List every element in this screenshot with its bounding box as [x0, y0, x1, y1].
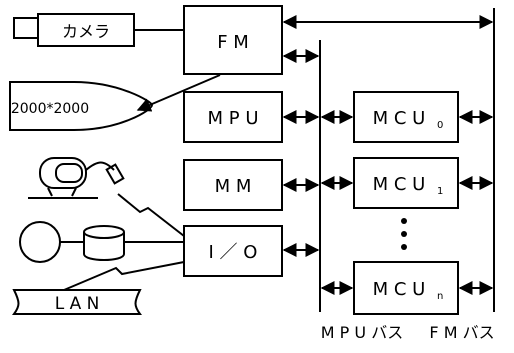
tape-drive-icon — [20, 222, 184, 262]
io-label: I ／ O — [209, 242, 258, 263]
mcun-subscript: n — [437, 291, 443, 302]
computer-to-io-link — [118, 194, 184, 236]
mpu-label: M P U — [207, 108, 258, 129]
mcu-ellipsis — [401, 218, 407, 250]
fm-bus-label: F M バス — [429, 323, 494, 342]
lan-label: L A N — [55, 294, 100, 314]
mcu0-label: M C U — [373, 108, 426, 129]
camera-label: カメラ — [62, 22, 110, 41]
display-resolution-label: 2000*2000 — [11, 101, 89, 117]
mcun-label: M C U — [373, 279, 426, 300]
fm-label: F M — [217, 32, 249, 53]
io-to-lan-link — [64, 262, 184, 290]
mcu1-subscript: 1 — [437, 186, 443, 197]
computer-icon — [28, 158, 123, 198]
mm-label: M M — [215, 176, 252, 197]
mcu1-label: M C U — [373, 174, 426, 195]
mcu0-subscript: 0 — [437, 120, 443, 131]
mpu-bus-label: M P U バス — [321, 323, 403, 342]
